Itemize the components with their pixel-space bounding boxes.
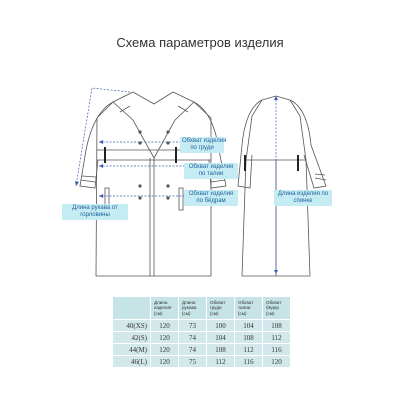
callout-sleeve: Длина рукава от горловины: [62, 204, 128, 220]
page-title: Схема параметров изделия: [116, 35, 284, 50]
callout-hips: Обхват изделия по бёдрам: [184, 190, 238, 206]
table-row: 46(L) 120 75 112 116 120: [112, 355, 291, 368]
garment-diagram: [75, 87, 327, 277]
back-belt-markers: [244, 155, 299, 171]
sleeve-measure-line: [75, 87, 131, 187]
left-cuff-path: [80, 175, 97, 183]
table-row: 40(XS) 120 73 100 104 108: [112, 319, 291, 332]
collar-back-path: [132, 91, 174, 105]
back-cuff-path: [314, 173, 327, 181]
size-column-header: [112, 296, 151, 320]
measure-lines: [75, 87, 277, 274]
front-coat-outline: [79, 91, 227, 277]
belt-markers: [104, 147, 177, 163]
lapel-notch-path: [119, 105, 189, 113]
callout-chest: Обхват изделия по груди: [180, 137, 227, 153]
front-body-path: [95, 101, 212, 277]
table-row: 42(S) 120 74 104 108 112: [112, 331, 291, 344]
measure-arrows: [75, 96, 278, 274]
callout-waist: Обхват изделия по талии: [184, 163, 238, 179]
table-row: 44(M) 120 74 108 112 116: [112, 343, 291, 356]
right-pocket: [178, 187, 184, 211]
callout-back-length: Длина изделия по спинке: [274, 190, 332, 206]
back-coat-outline: [237, 95, 327, 277]
back-left-sleeve-path: [237, 99, 263, 189]
